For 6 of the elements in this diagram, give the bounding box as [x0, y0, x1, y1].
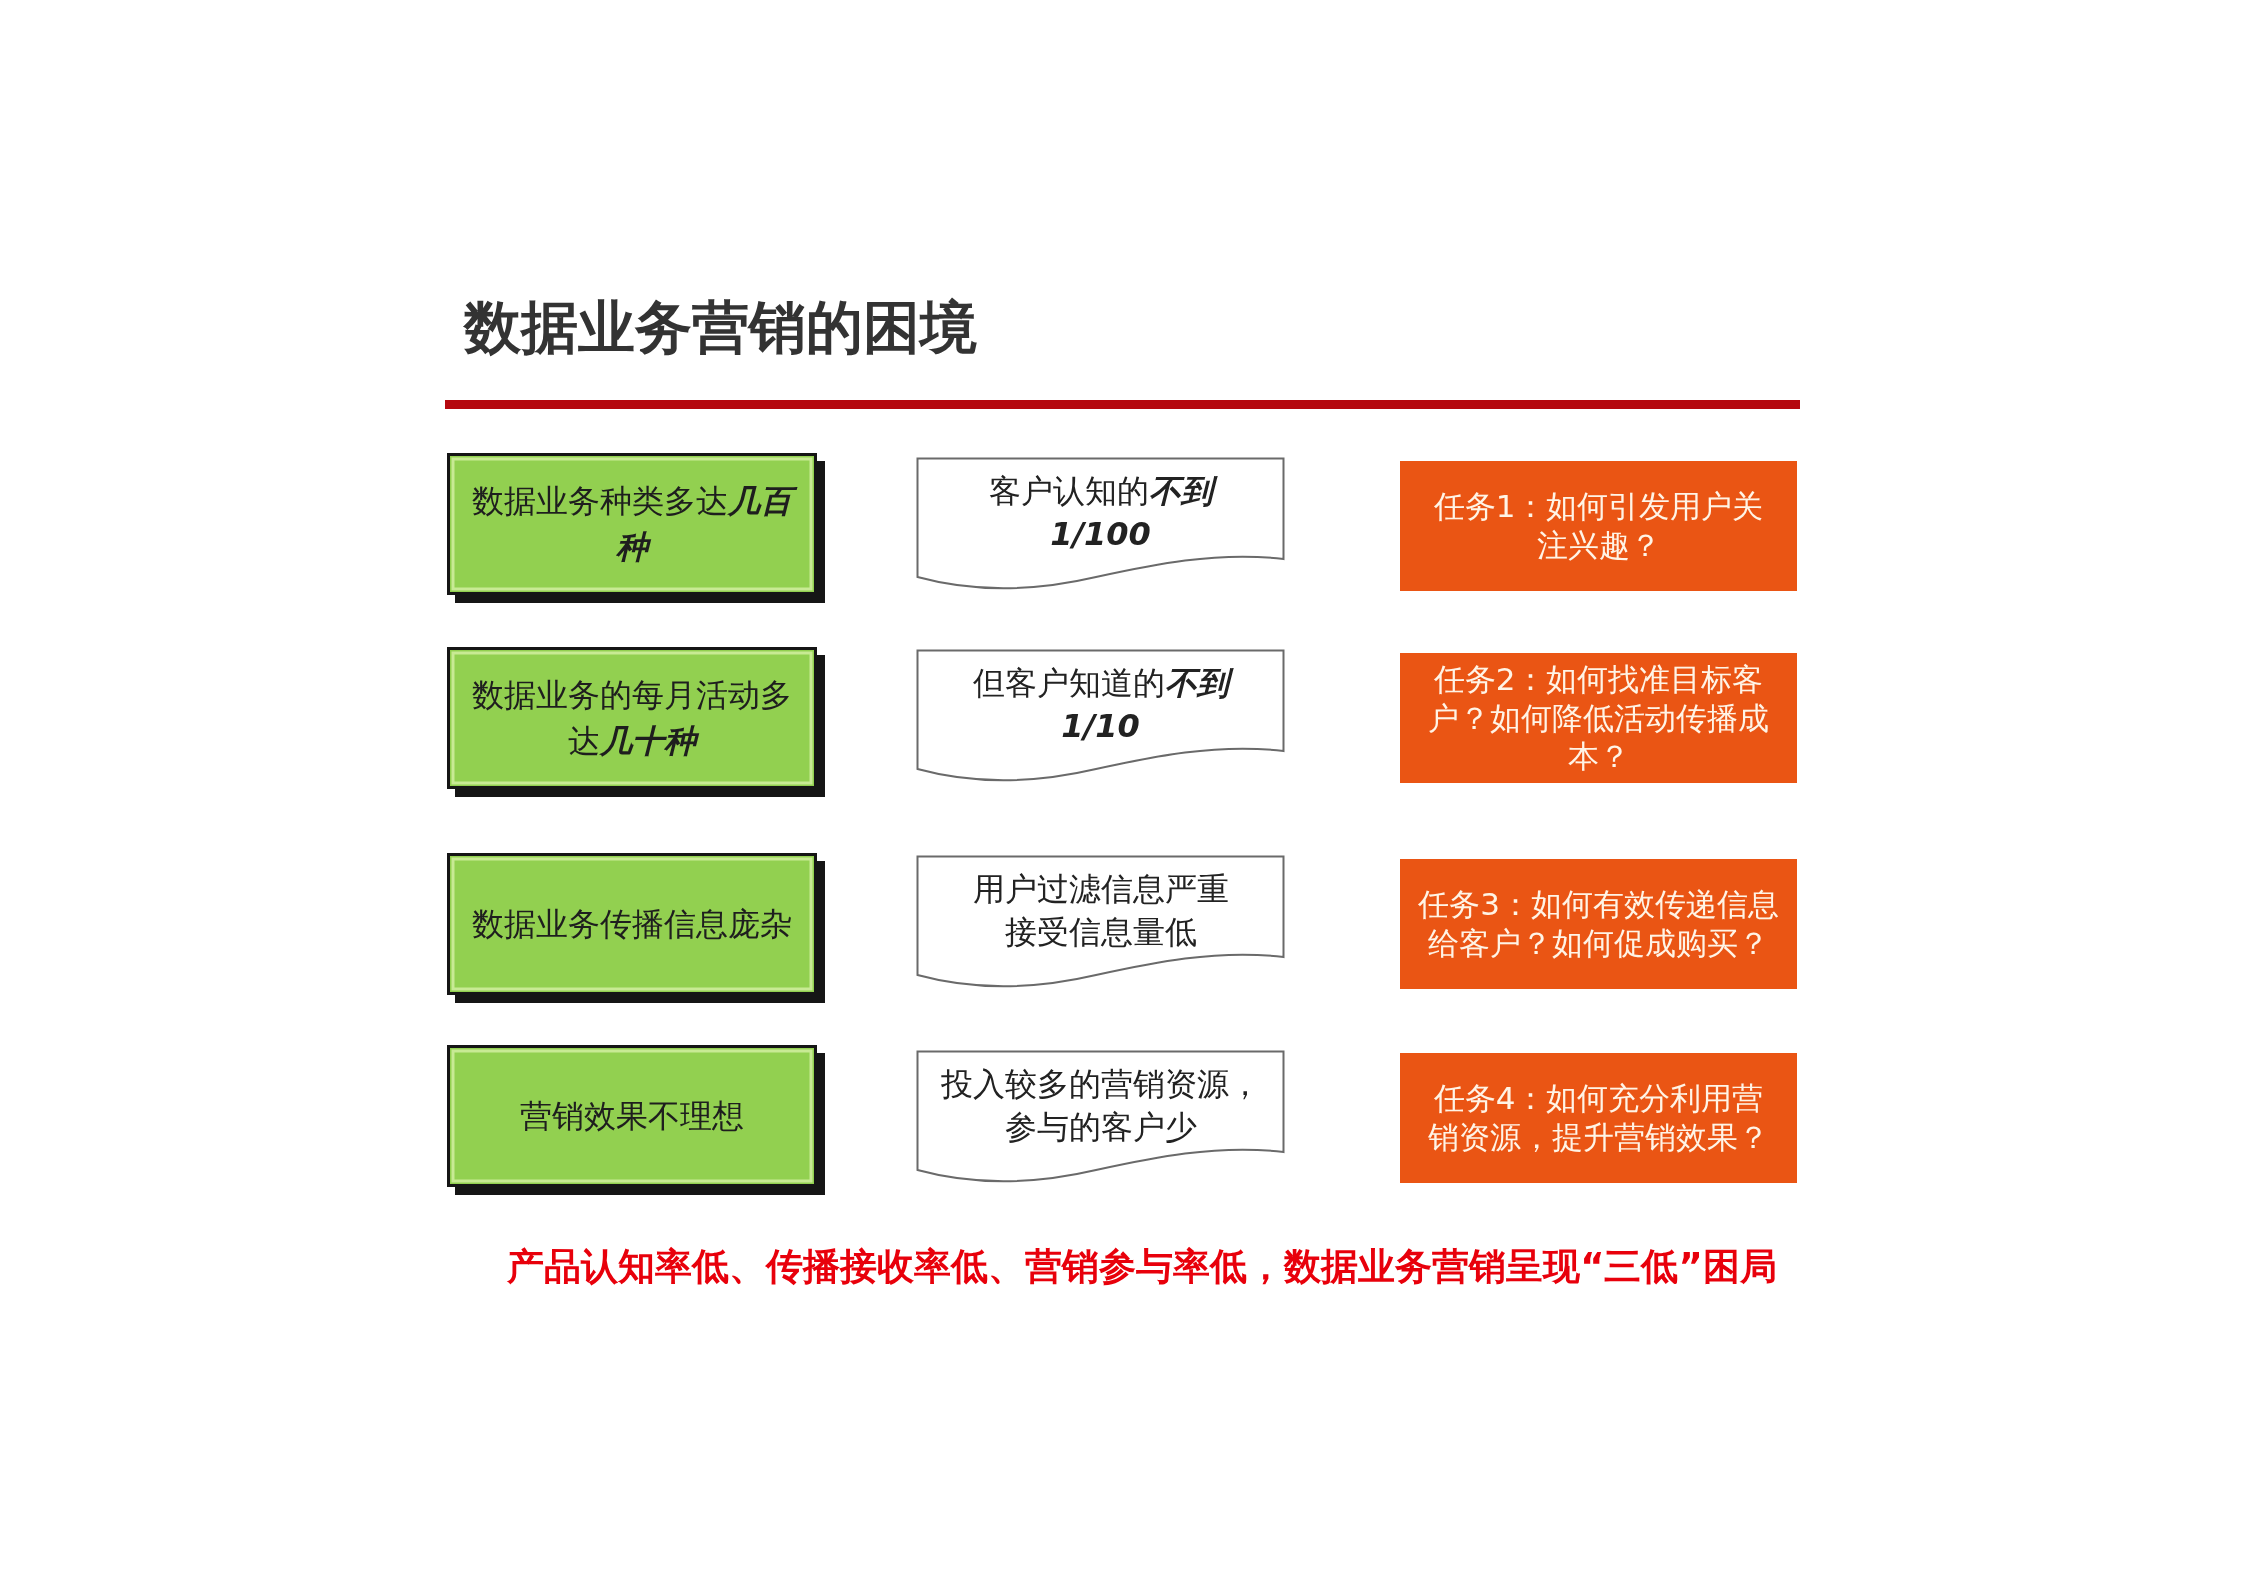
task-box: 任务3：如何有效传递信息给客户？如何促成购买？ [1400, 859, 1797, 989]
summary-text: 产品认知率低、传播接收率低、营销参与率低，数据业务营销呈现“三低”困局 [507, 1244, 1777, 1290]
title: 数据业务营销的困境 [464, 293, 977, 362]
task-box: 任务2：如何找准目标客户？如何降低活动传播成本？ [1400, 653, 1797, 783]
task-box: 任务1：如何引发用户关注兴趣？ [1400, 461, 1797, 591]
task-box: 任务4：如何充分利用营销资源，提升营销效果？ [1400, 1053, 1797, 1183]
